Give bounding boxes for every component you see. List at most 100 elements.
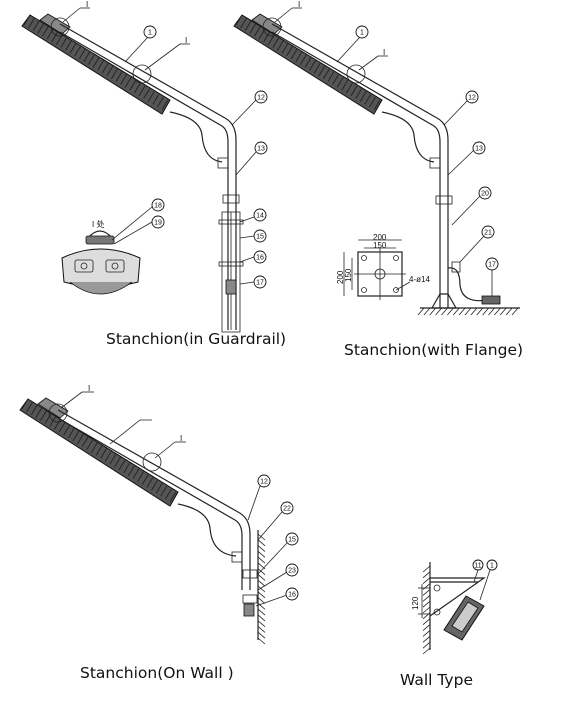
heat-sink-fin — [35, 407, 43, 418]
hatch-line — [257, 591, 266, 599]
svg-text:17: 17 — [488, 262, 496, 269]
heat-sink-fin — [97, 60, 104, 71]
caption-wall: Stanchion(On Wall ) — [80, 664, 234, 682]
heat-sink-fin — [81, 436, 89, 448]
section-mark-top: I — [298, 0, 300, 9]
heat-sink-fin — [336, 77, 344, 88]
heat-sink-fin — [267, 34, 275, 46]
hatch-line — [422, 641, 431, 649]
panel-flange: 200 150 200 150 4-ø14 I I 1 12 13 20 21 — [233, 0, 520, 316]
heat-sink-fin — [244, 20, 252, 31]
heat-sink-fin — [254, 26, 261, 37]
callout-bubble: 22 — [280, 501, 294, 515]
callout-markers: I I 1 12 13 20 21 17 — [262, 0, 499, 296]
callout-bubble: 12 — [254, 90, 268, 104]
hatch-line — [257, 539, 266, 547]
heat-sink-fin — [286, 45, 293, 57]
heat-sink-fin — [235, 14, 243, 26]
heat-sink-fin — [58, 422, 66, 433]
flange-plate-plan: 200 150 200 150 4-ø14 — [336, 233, 430, 300]
svg-text:1: 1 — [490, 563, 494, 570]
hatch-line — [422, 647, 431, 655]
luminaire-fixture — [19, 397, 179, 507]
heat-sink-fin — [55, 34, 63, 46]
svg-text:23: 23 — [288, 568, 296, 575]
hatch-line — [470, 307, 478, 316]
hatch-line — [257, 585, 266, 593]
hatch-line — [257, 551, 266, 558]
panel-wall-type: 120 11 1 — [411, 559, 498, 655]
svg-text:11: 11 — [474, 563, 481, 570]
hatch-line — [452, 307, 460, 316]
heat-sink-fin — [49, 416, 57, 427]
heat-sink-fin — [373, 99, 381, 111]
hatch-line — [505, 307, 513, 316]
heat-sink-fin — [77, 433, 84, 445]
luminaire-fixture — [233, 13, 383, 115]
hatch-line — [423, 307, 431, 316]
svg-text:13: 13 — [257, 146, 265, 153]
heat-sink-fin — [106, 65, 114, 77]
heat-sink-fin — [132, 468, 140, 479]
hatch-line — [257, 556, 266, 564]
section-mark-top: I — [86, 0, 88, 9]
svg-text:17: 17 — [256, 280, 264, 287]
heat-sink-fin — [151, 480, 158, 491]
detail-i: I 处 18 19 — [61, 198, 165, 295]
heat-sink-fin — [313, 62, 321, 74]
heat-sink-fin — [138, 85, 146, 97]
callout-bubble: 17 — [253, 275, 267, 289]
callout-bubble: 12 — [465, 90, 479, 104]
heat-sink-fin — [141, 474, 149, 485]
heat-sink-fin — [281, 43, 289, 54]
dimension-bracket-height: 120 — [411, 596, 420, 610]
callout-bubble: 20 — [478, 186, 492, 200]
callout-markers: I I 12 22 15 23 16 — [48, 384, 299, 607]
section-mark-mid: I — [185, 36, 187, 45]
hatch-line — [488, 307, 495, 316]
hatch-line — [511, 307, 519, 316]
heat-sink-fin — [21, 398, 29, 410]
hatch-line — [422, 594, 431, 602]
svg-text:22: 22 — [283, 506, 291, 513]
callout-bubble: 1 — [143, 25, 157, 39]
heat-sink-fin — [100, 448, 108, 459]
heat-sink-fin — [60, 37, 68, 48]
heat-sink-fin — [155, 483, 163, 494]
svg-text:12: 12 — [468, 95, 476, 102]
callout-bubble: 11 — [472, 559, 484, 571]
svg-text:16: 16 — [288, 592, 296, 599]
heat-sink-fin — [78, 48, 86, 60]
caption-guardrail: Stanchion(in Guardrail) — [106, 330, 287, 348]
hatch-line — [476, 307, 484, 316]
heat-sink-fin — [350, 85, 358, 97]
heat-sink-fin — [95, 445, 103, 456]
caption-flange: Stanchion(with Flange) — [344, 341, 524, 359]
hatch-line — [422, 606, 431, 614]
heat-sink-fin — [92, 57, 100, 68]
section-mark-top: I — [88, 384, 90, 393]
svg-text:18: 18 — [154, 203, 162, 210]
heat-sink-fin — [327, 71, 335, 82]
caption-wall-type: Wall Type — [400, 671, 473, 689]
heat-sink-fin — [127, 465, 135, 477]
hatch-line — [417, 307, 425, 316]
bracket-arm — [271, 23, 453, 308]
heat-sink-fin — [346, 82, 353, 94]
hatch-line — [257, 631, 266, 639]
heat-sink-fin — [26, 401, 34, 413]
section-mark-mid: I — [383, 48, 385, 57]
heat-sink-fin — [147, 91, 155, 102]
heat-sink-fin — [23, 14, 31, 26]
bracket-arm — [59, 23, 237, 330]
heat-sink-fin — [249, 23, 257, 34]
heat-sink-fin — [341, 79, 349, 91]
dimension-outer-width: 200 — [373, 233, 387, 242]
heat-sink-fin — [28, 17, 35, 29]
hatch-line — [257, 533, 266, 541]
svg-text:12: 12 — [257, 95, 265, 102]
heat-sink-fin — [277, 40, 284, 51]
hatch-line — [422, 577, 431, 585]
hatch-line — [482, 307, 489, 316]
heat-sink-fin — [37, 23, 45, 34]
